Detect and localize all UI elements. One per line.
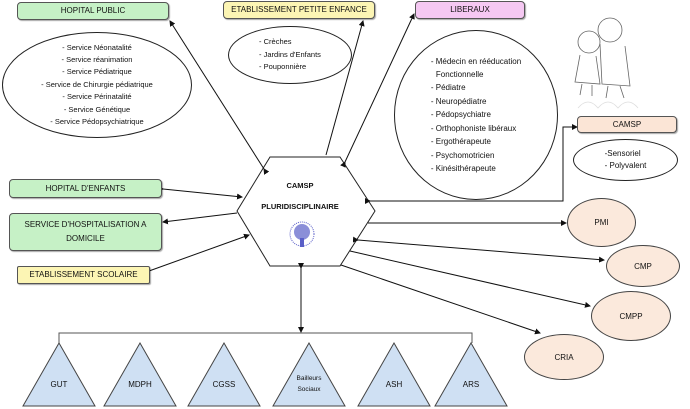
liberaux-box[interactable]: LIBERAUX [415, 1, 525, 19]
bubble-cmpp[interactable]: CMPP [591, 291, 671, 341]
bubble-label: CMPP [619, 311, 643, 321]
service-item: - Service Pédiatrique [62, 67, 132, 77]
petite-enfance-box[interactable]: ETABLISSEMENT PETITE ENFANCE [223, 1, 375, 19]
liberaux-item: - Orthophoniste libéraux [430, 123, 517, 133]
camsp-specialise-box[interactable]: CAMSP [577, 116, 677, 133]
bubble-label: PMI [594, 218, 609, 227]
service-item: - Service Pédopsychiatrique [50, 117, 144, 127]
bubble-cria[interactable]: CRIA [524, 334, 604, 380]
liberaux-item: - Pédiatre [430, 83, 466, 93]
arrow-cmp [352, 236, 605, 263]
bubble-pmi[interactable]: PMI [567, 198, 636, 247]
service-item: - Service de Chirurgie pédiatrique [41, 79, 153, 89]
bubble-cmp[interactable]: CMP [606, 245, 680, 287]
arrow-camsp-specialise [365, 124, 578, 204]
bottom-bus [58, 332, 473, 343]
liberaux-label: LIBERAUX [450, 5, 490, 14]
liberaux-item: - Pédopsychiatre [430, 110, 491, 120]
camsp-item: -Sensoriel [604, 148, 641, 158]
hopital-public-box[interactable]: HOPITAL PUBLIC [17, 2, 169, 20]
children-illustration-icon [574, 17, 639, 109]
arrow-hopital-enfants [157, 185, 243, 200]
petite-enfance-item: - Pouponnière [259, 62, 307, 72]
triangle-label-ars: ARS [462, 380, 480, 389]
camsp-subtitle: PLURIDISCIPLINAIRE [261, 202, 339, 211]
triangle-label-cgss: CGSS [212, 380, 236, 389]
triangle-label-mdph: MDPH [128, 380, 152, 389]
service-item: - Service Néonatalité [62, 42, 132, 52]
arrow-cmpp [349, 250, 591, 308]
camsp-hexagon[interactable] [236, 156, 376, 267]
service-item: - Service Périnatalité [62, 92, 132, 102]
liberaux-item: - Psychomotricien [430, 150, 495, 160]
arrow-cria [340, 264, 541, 335]
triangle-ash[interactable] [357, 341, 431, 407]
liberaux-items: - Médecin en rééducation Fonctionnelle -… [394, 30, 558, 200]
triangle-mdph[interactable] [103, 341, 177, 407]
hopital-public-services: - Service Néonatalité - Service réanimat… [2, 32, 192, 138]
petite-enfance-items: - Crèches - Jardins d'Enfants - Pouponni… [228, 26, 352, 84]
camsp-title: CAMSP [286, 181, 314, 190]
camsp-specialise-label: CAMSP [612, 119, 642, 129]
triangle-label-gut: GUT [50, 380, 68, 389]
camsp-specialise-items: -Sensoriel - Polyvalent [573, 139, 678, 181]
hopital-enfants-box[interactable]: HOPITAL D'ENFANTS [9, 179, 162, 198]
hopital-enfants-label: HOPITAL D'ENFANTS [45, 183, 126, 193]
had-box[interactable]: SERVICE D'HOSPITALISATION A DOMICILE [9, 213, 162, 251]
arrow-scolaire [143, 233, 250, 276]
arrow-had [162, 212, 238, 225]
hopital-public-label: HOPITAL PUBLIC [60, 6, 126, 15]
petite-enfance-label: ETABLISSEMENT PETITE ENFANCE [231, 5, 367, 14]
tree-logo-icon [283, 221, 321, 253]
triangle-label-ash: ASH [385, 380, 403, 389]
service-item: - Service Génétique [63, 104, 131, 114]
triangle-ars[interactable] [434, 341, 508, 407]
camsp-item: - Polyvalent [604, 161, 647, 170]
triangle-gut[interactable] [22, 341, 96, 407]
liberaux-item: Fonctionnelle [435, 70, 484, 80]
had-label-line2: DOMICILE [66, 234, 105, 243]
liberaux-item: - Ergothérapeute [430, 137, 491, 147]
bubble-label: CRIA [554, 352, 574, 362]
liberaux-item: - Neuropédiatre [430, 96, 487, 106]
liberaux-item: - Kinésithérapeute [430, 163, 496, 173]
petite-enfance-item: - Crèches [259, 37, 292, 47]
arrow-hopital-public [169, 20, 270, 175]
triangle-cgss[interactable] [187, 341, 261, 407]
petite-enfance-item: - Jardins d'Enfants [259, 49, 321, 59]
triangle-bailleurs[interactable] [272, 341, 346, 407]
had-label-line1: SERVICE D'HOSPITALISATION A [24, 220, 147, 229]
scolaire-box[interactable]: ETABLISSEMENT SCOLAIRE [17, 266, 150, 284]
liberaux-item: - Médecin en rééducation [430, 56, 522, 66]
bubble-label: CMP [634, 261, 652, 271]
scolaire-label: ETABLISSEMENT SCOLAIRE [29, 270, 138, 279]
triangle-label-bailleurs: Bailleurs Sociaux [296, 375, 322, 393]
service-item: - Service réanimation [61, 54, 133, 64]
arrow-liberaux [340, 13, 415, 168]
